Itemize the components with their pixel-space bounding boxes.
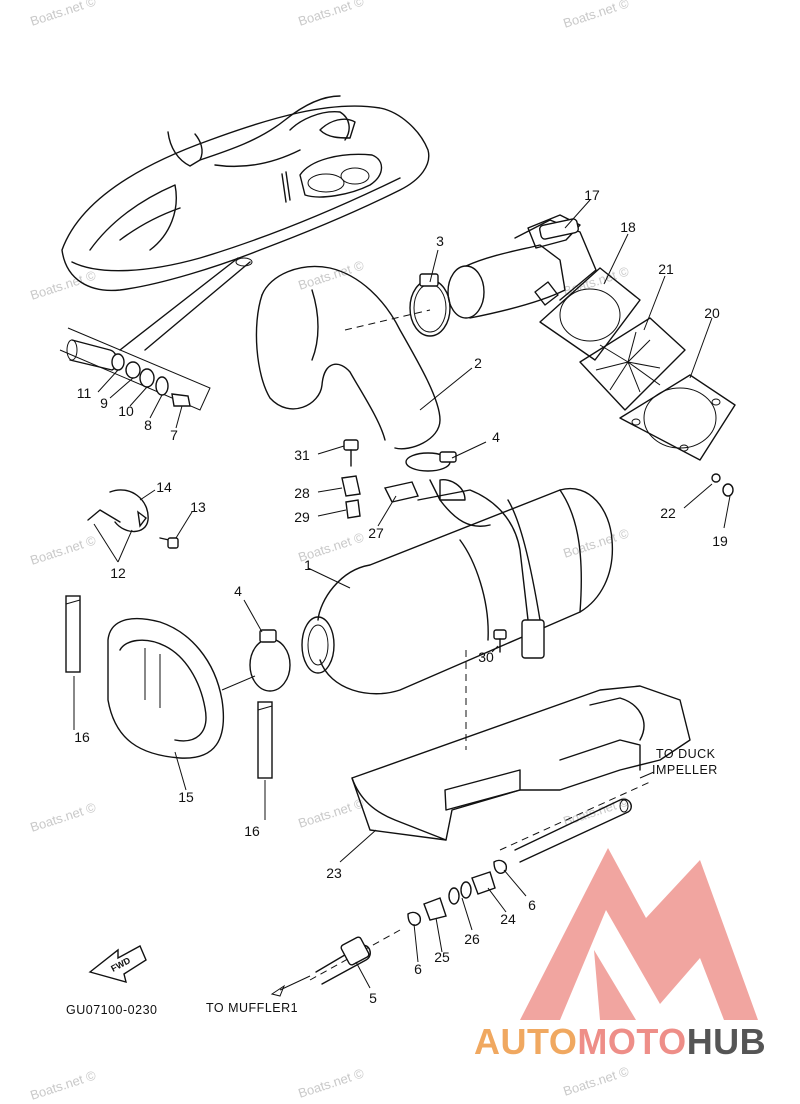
callout-3: 3 xyxy=(436,233,444,249)
callout-19: 19 xyxy=(712,533,728,549)
callout-22: 22 xyxy=(660,505,676,521)
callout-10: 10 xyxy=(118,403,134,419)
callout-4-upper: 4 xyxy=(492,429,500,445)
callout-16-left: 16 xyxy=(74,729,90,745)
watermark: Boats.net © xyxy=(296,257,366,292)
callout-5: 5 xyxy=(369,990,377,1006)
watermark: Boats.net © xyxy=(296,0,366,29)
muffler-pad xyxy=(351,650,691,841)
callout-11: 11 xyxy=(77,385,92,401)
callout-26: 26 xyxy=(464,931,480,947)
rubber-boot xyxy=(107,617,256,759)
logo-word-auto: AUTO xyxy=(474,1021,578,1062)
watermark: Boats.net © xyxy=(561,0,631,31)
logo-word-hub: HUB xyxy=(686,1021,767,1062)
to-duck-label-line1: TO DUCK xyxy=(656,747,716,761)
callout-23: 23 xyxy=(326,865,342,881)
leader-lines xyxy=(73,199,731,989)
water-pipe-fittings xyxy=(270,781,651,997)
callout-7: 7 xyxy=(170,427,178,443)
strap-clip-group xyxy=(87,489,179,549)
diagram-code: GU07100-0230 xyxy=(66,1003,157,1017)
callout-1: 1 xyxy=(304,557,312,573)
callout-4-lower: 4 xyxy=(234,583,242,599)
watermark: Boats.net © xyxy=(561,1063,631,1098)
callout-14: 14 xyxy=(156,479,172,495)
callout-21: 21 xyxy=(658,261,674,277)
foam-block-right xyxy=(257,701,273,779)
watermark: Boats.net © xyxy=(296,795,366,830)
hose-clamp-3 xyxy=(409,273,451,337)
callout-6-left: 6 xyxy=(414,961,422,977)
muffler-body xyxy=(301,479,614,695)
callout-numbers: 1 2 3 4 4 5 6 6 7 8 9 10 11 12 13 14 15 … xyxy=(74,187,728,1006)
watermarks: Boats.net © Boats.net © Boats.net © Boat… xyxy=(28,0,631,1103)
callout-18: 18 xyxy=(620,219,636,235)
callout-15: 15 xyxy=(178,789,194,805)
automotohub-logo-text: AUTOMOTOHUB xyxy=(474,1022,766,1062)
callout-20: 20 xyxy=(704,305,720,321)
callout-30: 30 xyxy=(478,649,494,665)
automotohub-logo-mark xyxy=(520,848,758,1020)
callout-9: 9 xyxy=(100,395,108,411)
hose-clamp-4-lower xyxy=(249,629,291,692)
watermark: Boats.net © xyxy=(28,1067,98,1102)
watermark: Boats.net © xyxy=(561,525,631,560)
callout-17: 17 xyxy=(584,187,600,203)
watercraft-illustration xyxy=(61,95,430,351)
watermark: Boats.net © xyxy=(28,0,98,29)
logo-word-moto: MOTO xyxy=(577,1021,687,1062)
callout-29: 29 xyxy=(294,509,310,525)
callout-28: 28 xyxy=(294,485,310,501)
exhaust-elbow xyxy=(447,214,597,319)
bracket-bolts xyxy=(341,439,507,653)
callout-27: 27 xyxy=(368,525,384,541)
callout-2: 2 xyxy=(474,355,482,371)
callout-13: 13 xyxy=(190,499,206,515)
foam-block-left xyxy=(65,595,81,673)
callout-6-right: 6 xyxy=(528,897,536,913)
to-duck-label-line2: IMPELLER xyxy=(652,763,718,777)
callout-24: 24 xyxy=(500,911,516,927)
watermark: Boats.net © xyxy=(28,799,98,834)
callout-16-right: 16 xyxy=(244,823,260,839)
gasket-stack xyxy=(539,267,736,497)
callout-8: 8 xyxy=(144,417,152,433)
callout-25: 25 xyxy=(434,949,450,965)
watermark: Boats.net © xyxy=(296,1065,366,1100)
exhaust-hose xyxy=(255,265,441,450)
hose-clamp-4-upper xyxy=(405,451,457,472)
fwd-arrow: FWD xyxy=(88,945,147,983)
callout-31: 31 xyxy=(294,447,310,463)
watermark: Boats.net © xyxy=(28,532,98,567)
callout-12: 12 xyxy=(110,565,126,581)
to-muffler-label: TO MUFFLER1 xyxy=(206,1001,298,1015)
